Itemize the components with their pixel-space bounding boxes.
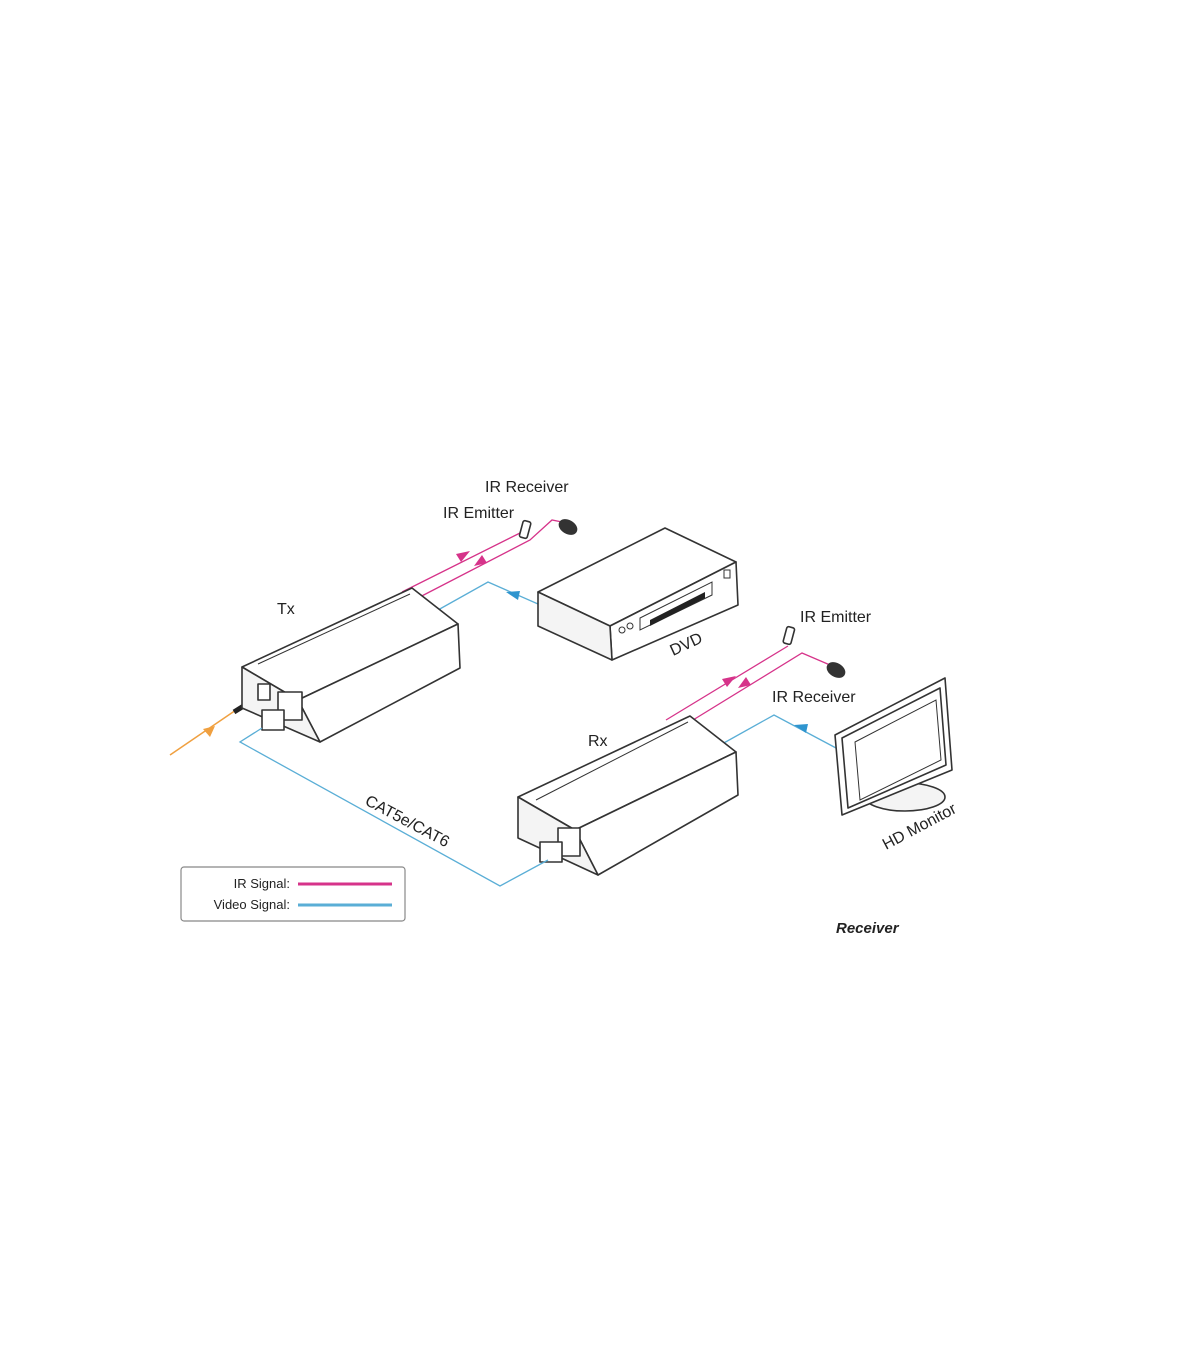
tx-rj45-plug bbox=[261, 709, 285, 731]
legend-video-label: Video Signal: bbox=[214, 897, 290, 912]
rx-ir-receiver-icon bbox=[826, 662, 846, 678]
power-arrow-icon bbox=[203, 726, 215, 737]
tx-signal-lines bbox=[401, 519, 563, 611]
dvd-label: DVD bbox=[668, 630, 706, 660]
legend: IR Signal: Video Signal: bbox=[180, 866, 406, 922]
dvd-player bbox=[537, 527, 739, 661]
cat-cable bbox=[238, 727, 549, 887]
caption: Receiver bbox=[836, 920, 900, 937]
tx-label: Tx bbox=[277, 601, 295, 618]
rx-label: Rx bbox=[588, 733, 608, 750]
rx-rj45-plug bbox=[539, 841, 563, 863]
tx-ir-receiver-label: IR Receiver bbox=[485, 479, 569, 496]
hd-monitor bbox=[834, 677, 953, 816]
power-input bbox=[169, 699, 252, 756]
cable-label: CAT5e/CAT6 bbox=[362, 793, 452, 852]
rx-ir-emitter-icon bbox=[782, 625, 796, 646]
rx-ir-receiver-label: IR Receiver bbox=[772, 689, 856, 706]
tx-ir-receiver-icon bbox=[558, 519, 578, 535]
tx-device bbox=[241, 587, 461, 743]
tx-ir-emitter-icon bbox=[518, 519, 532, 540]
tx-ir-emitter-label: IR Emitter bbox=[443, 505, 515, 522]
rx-device bbox=[517, 715, 739, 876]
rx-signal-lines bbox=[665, 645, 837, 749]
rx-ir-emitter-label: IR Emitter bbox=[800, 609, 872, 626]
legend-ir-label: IR Signal: bbox=[234, 876, 290, 891]
